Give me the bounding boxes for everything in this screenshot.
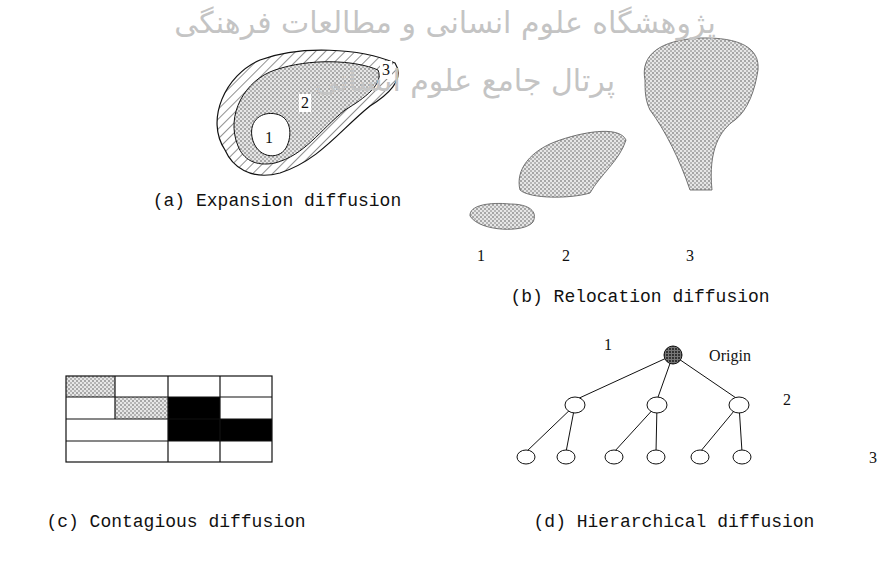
grid-cell <box>115 397 168 419</box>
area-2 <box>519 131 626 197</box>
tree-circles <box>517 397 751 464</box>
level-number: 3 <box>867 449 879 467</box>
panel-caption: (d) Hierarchical diffusion <box>534 513 815 533</box>
origin-zone <box>252 113 290 155</box>
callout-number: 3 <box>684 247 696 265</box>
callout-number: 1 <box>263 129 275 147</box>
level-number: 1 <box>602 336 614 354</box>
contagious-grid <box>66 376 272 462</box>
area-3 <box>644 38 758 190</box>
origin-circle <box>664 346 682 364</box>
origin-label: Origin <box>707 347 753 365</box>
area-1 <box>470 203 534 229</box>
panel-caption: (a) Expansion diffusion <box>153 192 401 212</box>
grid-cell <box>220 419 272 441</box>
tree-links <box>526 355 742 452</box>
grid-border <box>66 376 272 462</box>
callout-number: 2 <box>560 247 572 265</box>
callout-number: 3 <box>380 61 392 79</box>
grid-lines <box>66 376 272 462</box>
level-number: 2 <box>781 391 793 409</box>
callout-number: 2 <box>299 94 311 112</box>
grid-cell <box>66 376 115 397</box>
watermark: پرتال جامع علوم انسانی <box>315 64 615 97</box>
callout-number: 1 <box>475 247 487 265</box>
watermark: پژوهشگاه علوم انسانی و مطالعات فرهنگی <box>174 6 716 39</box>
panel-caption: (c) Contagious diffusion <box>46 513 305 533</box>
panel-caption: (b) Relocation diffusion <box>510 288 769 308</box>
